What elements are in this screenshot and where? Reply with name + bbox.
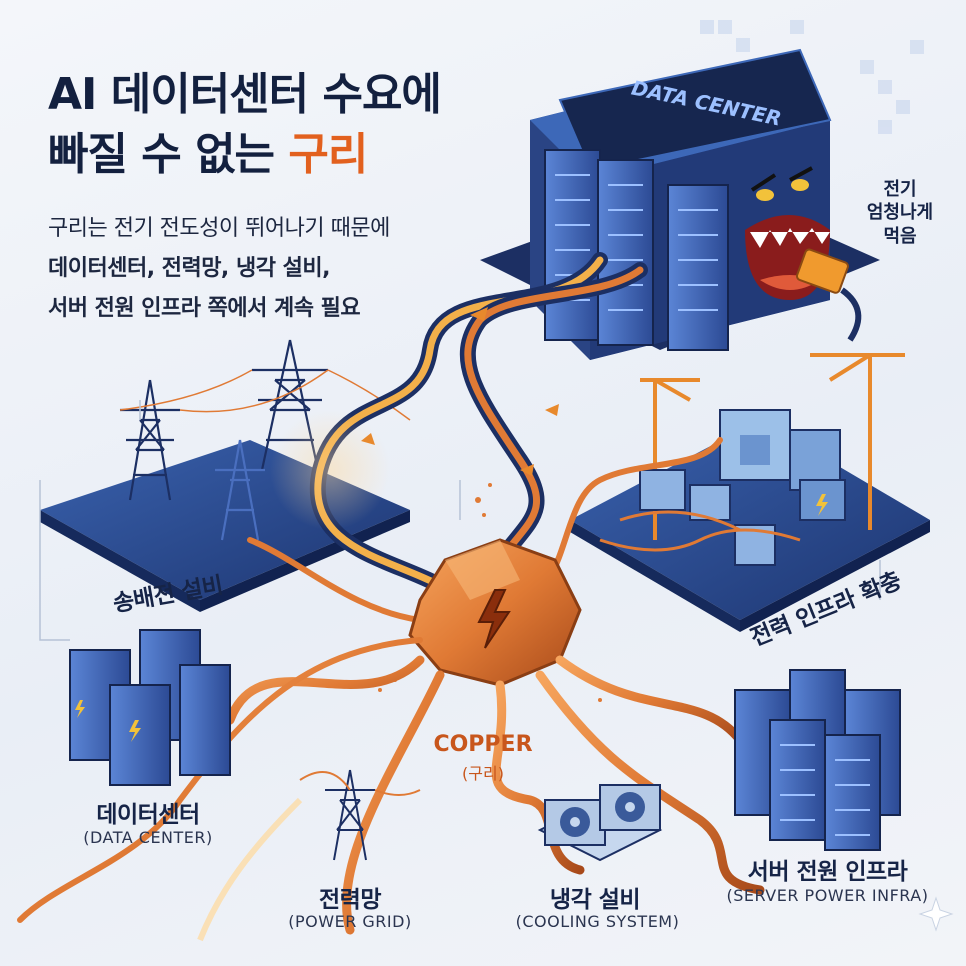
power-lines — [119, 369, 411, 421]
cooling-sublabel: (COOLING SYSTEM) — [515, 912, 680, 931]
substation-icon — [639, 409, 846, 566]
decorative-grid — [700, 20, 924, 134]
glow-wire — [197, 797, 303, 942]
arrow-icons — [361, 307, 559, 476]
sparkle-icon — [918, 896, 954, 932]
crane-icon — [640, 353, 905, 540]
copper-sparks — [378, 483, 622, 702]
power-eating-line2: 엄청나게 — [866, 202, 934, 224]
page-title-line2-prefix: 빠질 수 없는 — [48, 129, 289, 180]
page-title-accent: 구리 — [288, 129, 368, 180]
power-eating-callout: 전기 엄청나게 먹음 — [850, 178, 950, 248]
datacenter-sublabel: (DATA CENTER) — [83, 828, 213, 847]
description-line1: 구리는 전기 전도성이 뛰어나기 때문에 — [48, 216, 390, 241]
connector-lines — [39, 400, 881, 641]
cable-glow — [270, 410, 390, 530]
grid-wires — [299, 771, 421, 796]
page-title-line1: AI 데이터센터 수요에 — [48, 69, 442, 120]
server-rack-icon — [544, 149, 729, 351]
description-line2: 데이터센터, 전력망, 냉각 설비, — [48, 256, 330, 281]
description-line3: 서버 전원 인프라 쪽에서 계속 필요 — [48, 296, 361, 321]
power-grid-label: 전력망 — [319, 887, 381, 913]
copper-label: COPPER — [433, 732, 533, 757]
copper-sublabel: (구리) — [462, 764, 504, 783]
power-eating-line1: 전기 — [883, 179, 917, 200]
power-grid-sublabel: (POWER GRID) — [288, 912, 412, 931]
cooling-unit-icon — [537, 784, 663, 862]
cooling-label: 냉각 설비 — [549, 887, 641, 913]
server-power-label: 서버 전원 인프라 — [747, 859, 908, 885]
server-power-sublabel: (SERVER POWER INFRA) — [726, 886, 929, 905]
copper-ore-icon — [408, 538, 582, 687]
infra-copper-wires — [599, 510, 801, 552]
datacenter-label: 데이터센터 — [96, 802, 200, 828]
power-eating-line3: 먹음 — [883, 225, 917, 247]
copper-distribution-pipes — [17, 637, 765, 935]
page-title-line2: 빠질 수 없는 구리 — [48, 118, 368, 182]
server-cluster-icon — [69, 629, 231, 786]
power-plug-icon — [795, 248, 862, 342]
server-power-rack-icon — [734, 669, 901, 851]
